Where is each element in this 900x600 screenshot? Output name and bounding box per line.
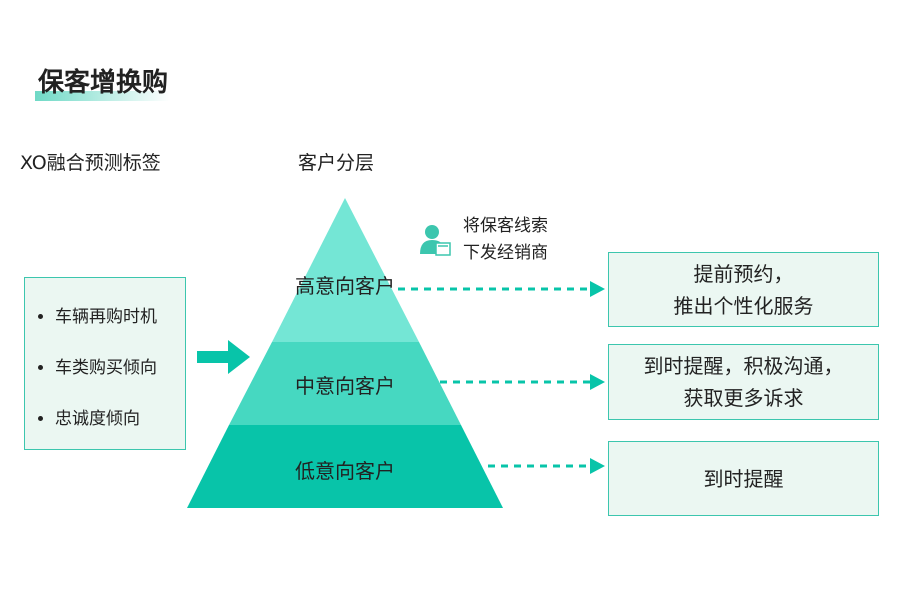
- title-underline: [35, 91, 170, 101]
- layer-mid-label: 中意向客户: [295, 374, 395, 398]
- page-title: 保客增换购: [38, 68, 169, 98]
- tags-box: 车辆再购时机 车类购买倾向 忠诚度倾向: [24, 277, 186, 450]
- action-box-high: 提前预约，推出个性化服务: [608, 252, 879, 327]
- layer-high-label: 高意向客户: [295, 274, 395, 298]
- action-box-mid: 到时提醒，积极沟通，获取更多诉求: [608, 344, 879, 420]
- note-line: 将保客线索: [463, 216, 548, 236]
- pyramid-bottom: [187, 425, 503, 508]
- layer-low-label: 低意向客户: [295, 459, 395, 483]
- pyramid-middle: [229, 342, 461, 425]
- layers-heading: 客户分层: [298, 152, 375, 174]
- dealer-note: 将保客线索 下发经销商: [463, 213, 548, 267]
- pyramid-top: [272, 198, 419, 342]
- tag-item: 忠诚度倾向: [55, 394, 185, 445]
- arrow-right-icon: [197, 340, 250, 374]
- note-line: 下发经销商: [463, 243, 548, 263]
- tag-item: 车辆再购时机: [55, 292, 185, 343]
- action-box-low: 到时提醒: [608, 441, 879, 516]
- tags-heading: XO融合预测标签: [20, 152, 161, 174]
- person-document-icon: [420, 225, 451, 256]
- tag-item: 车类购买倾向: [55, 343, 185, 394]
